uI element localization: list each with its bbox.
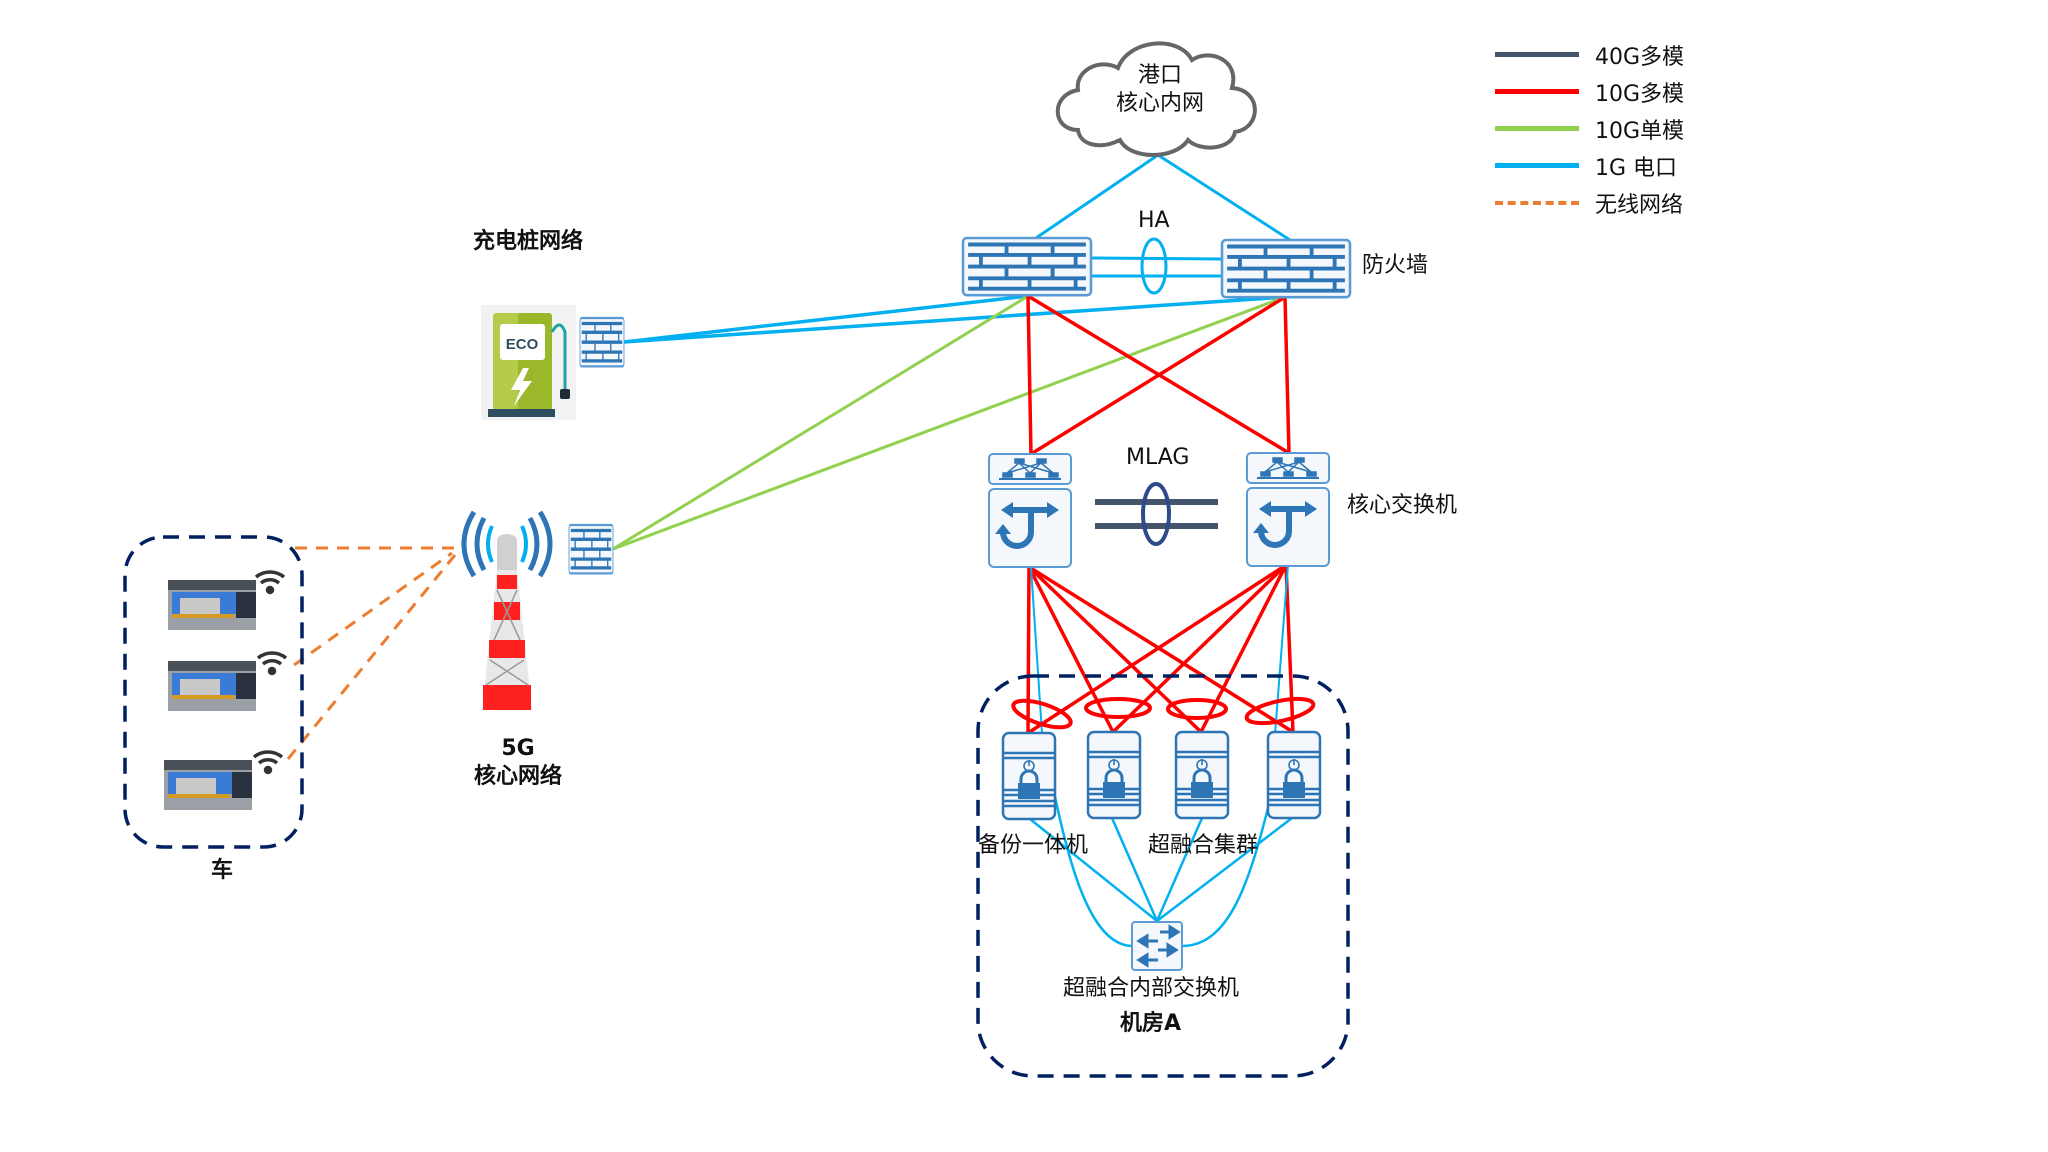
vehicles-label: 车 [211, 858, 234, 883]
legend-item: 1G 电口 [1495, 147, 1684, 184]
core-switch-left[interactable] [989, 454, 1071, 567]
link-cloud-fw-right [1157, 153, 1291, 242]
link-fwr-csl [1030, 295, 1286, 456]
legend-swatch [1495, 126, 1579, 131]
legend-label: 10G多模 [1595, 81, 1685, 107]
ha-ring [1140, 237, 1168, 295]
core-switch-right[interactable] [1247, 453, 1329, 566]
ha-label: HA [1138, 208, 1170, 233]
link-int-srv2 [1110, 817, 1159, 922]
link-csr-server-4 [1284, 564, 1295, 733]
link-fwl-csl [1026, 295, 1033, 455]
link-csr-server-2 [1111, 563, 1288, 734]
server-backup-appliance[interactable] [1001, 731, 1057, 821]
charging-station-icon: ECO [481, 305, 576, 420]
link-csl-server-1 [1026, 566, 1031, 734]
link-wireless-3 [286, 554, 457, 760]
cloud-label-line1: 港口 [1137, 63, 1182, 88]
legend-item: 10G多模 [1495, 73, 1684, 110]
link-charging-fw-right [623, 295, 1286, 344]
legend-label: 1G 电口 [1595, 155, 1678, 181]
server-hci-1[interactable] [1086, 730, 1142, 820]
link-csl-server-2 [1027, 566, 1115, 733]
hci-internal-switch[interactable] [1131, 921, 1183, 971]
server-hci-2[interactable] [1174, 730, 1230, 820]
legend-item: 40G多模 [1495, 36, 1684, 73]
fiveg-core-label: 5G 核心网络 [458, 735, 578, 790]
fiveg-tower-icon [461, 510, 553, 710]
fiveg-firewall[interactable] [567, 523, 615, 576]
mlag-bundle [1095, 482, 1218, 546]
link-int-srv3 [1155, 817, 1204, 922]
core-switch-label: 核心交换机 [1347, 493, 1458, 518]
vehicle-2 [168, 661, 256, 711]
cloud-core-intranet [1055, 41, 1257, 157]
legend-item: 无线网络 [1495, 184, 1684, 221]
link-ha-1 [1090, 256, 1223, 261]
vehicle-1 [168, 580, 256, 630]
cloud-label-line2: 核心内网 [1115, 90, 1204, 116]
link-fwr-csr [1283, 296, 1291, 454]
link-5g-fw-left [612, 294, 1029, 551]
legend-swatch [1495, 200, 1579, 205]
link-csr-server-3 [1199, 564, 1288, 733]
legend-label: 40G多模 [1595, 44, 1685, 70]
link-csl-server-4 [1028, 565, 1294, 734]
firewall-right[interactable] [1220, 238, 1352, 300]
eco-label: ECO [506, 336, 539, 353]
hci-cluster-label: 超融合集群 [1148, 833, 1259, 858]
server-hci-3[interactable] [1266, 730, 1322, 820]
fiveg-label-line2: 核心网络 [473, 763, 562, 789]
charging-firewall[interactable] [578, 316, 626, 369]
firewall-left[interactable] [961, 236, 1093, 298]
room-a-label: 机房A [1120, 1011, 1182, 1036]
legend: 40G多模 10G多模 10G单模 1G 电口 无线网络 [1495, 36, 1684, 221]
legend-label: 无线网络 [1595, 192, 1684, 218]
room-a-group [976, 674, 1350, 1078]
link-int-curve-right [1181, 799, 1272, 948]
charging-network-label: 充电桩网络 [473, 229, 584, 254]
link-int-srv1 [1029, 818, 1158, 922]
vehicles-group [123, 535, 304, 849]
wifi-icon [252, 570, 288, 775]
firewall-label: 防火墙 [1362, 253, 1429, 278]
fiveg-label-line1: 5G [501, 736, 535, 761]
links-layer [286, 153, 1295, 948]
hci-internal-switch-label: 超融合内部交换机 [1063, 976, 1240, 1001]
legend-swatch [1495, 52, 1579, 57]
backup-appliance-label: 备份一体机 [978, 833, 1089, 858]
legend-label: 10G单模 [1595, 118, 1685, 144]
link-5g-fw-right [612, 295, 1286, 551]
mlag-label: MLAG [1126, 445, 1190, 470]
legend-swatch [1495, 89, 1579, 94]
link-charging-fw-left [623, 294, 1029, 344]
vehicle-3 [164, 760, 252, 810]
link-wireless-2 [293, 551, 453, 667]
legend-swatch [1495, 163, 1579, 168]
server-lag-rings [1011, 696, 1316, 730]
cloud-label: 港口 核心内网 [1110, 62, 1210, 117]
link-csl-1g [1030, 566, 1043, 734]
link-cloud-fw-left [1035, 153, 1159, 240]
link-int-srv4 [1156, 817, 1293, 922]
legend-item: 10G单模 [1495, 110, 1684, 147]
